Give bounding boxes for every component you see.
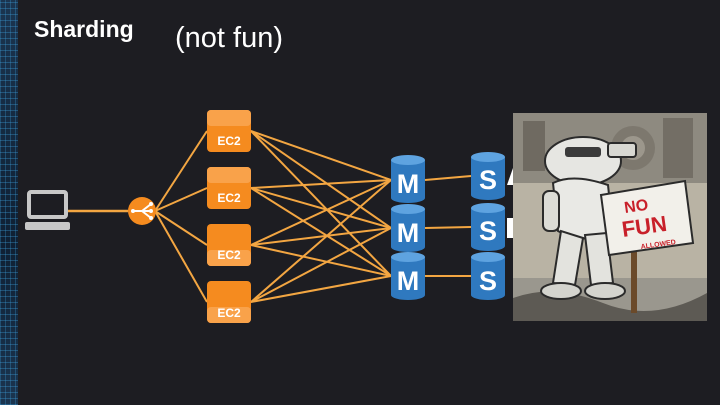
connector-line <box>250 179 392 189</box>
slide-title: Sharding <box>34 16 134 42</box>
connector-line <box>424 226 472 229</box>
connector-line <box>250 179 392 303</box>
connector-line <box>250 187 392 229</box>
connector-line <box>154 130 208 212</box>
load-balancer-icon <box>128 197 156 225</box>
connector-lines <box>68 130 472 303</box>
no-fun-sign: NO FUN ALLOWED <box>599 179 695 313</box>
laptop-icon <box>25 190 70 230</box>
connector-line <box>250 275 392 303</box>
ec2-instance: EC2 <box>207 224 251 266</box>
ec2-instance: EC2 <box>207 281 251 323</box>
connector-line <box>250 227 392 303</box>
master-label: M <box>397 169 420 199</box>
robot-no-fun-sign-illustration: NO FUN ALLOWED <box>513 113 707 321</box>
master-database-icon: M <box>391 252 425 300</box>
ec2-label: EC2 <box>217 306 241 320</box>
slide-subtitle: (not fun) <box>175 22 283 54</box>
sign-text-fun: FUN <box>620 211 668 242</box>
ec2-instance: EC2 <box>207 110 251 152</box>
connector-line <box>154 187 208 212</box>
ec2-label: EC2 <box>217 248 241 262</box>
decorative-side-strip <box>0 0 18 405</box>
connector-line <box>250 187 392 277</box>
slave-database-icon: S <box>471 252 505 300</box>
connector-line <box>250 130 392 181</box>
connector-line <box>250 130 392 277</box>
connector-line <box>250 244 392 277</box>
master-label: M <box>397 266 420 296</box>
connector-line <box>154 210 208 303</box>
connector-line <box>250 130 392 229</box>
master-label: M <box>397 218 420 248</box>
sign-text-allowed: ALLOWED <box>640 239 676 251</box>
slave-label: S <box>479 216 497 246</box>
connector-line <box>250 227 392 246</box>
slave-database-icon: S <box>471 203 505 251</box>
ec2-label: EC2 <box>217 191 241 205</box>
robot-figure <box>540 136 637 300</box>
connector-line <box>424 175 472 181</box>
clipped-text-fragment <box>507 168 513 238</box>
connector-line <box>250 179 392 246</box>
master-database-icon: M <box>391 155 425 203</box>
sign-text-no: NO <box>623 197 649 217</box>
slave-label: S <box>479 165 497 195</box>
master-database-icon: M <box>391 204 425 252</box>
ec2-instance: EC2 <box>207 167 251 209</box>
ec2-label: EC2 <box>217 134 241 148</box>
slave-database-icon: S <box>471 152 505 200</box>
connector-line <box>154 210 208 246</box>
slave-label: S <box>479 266 497 296</box>
